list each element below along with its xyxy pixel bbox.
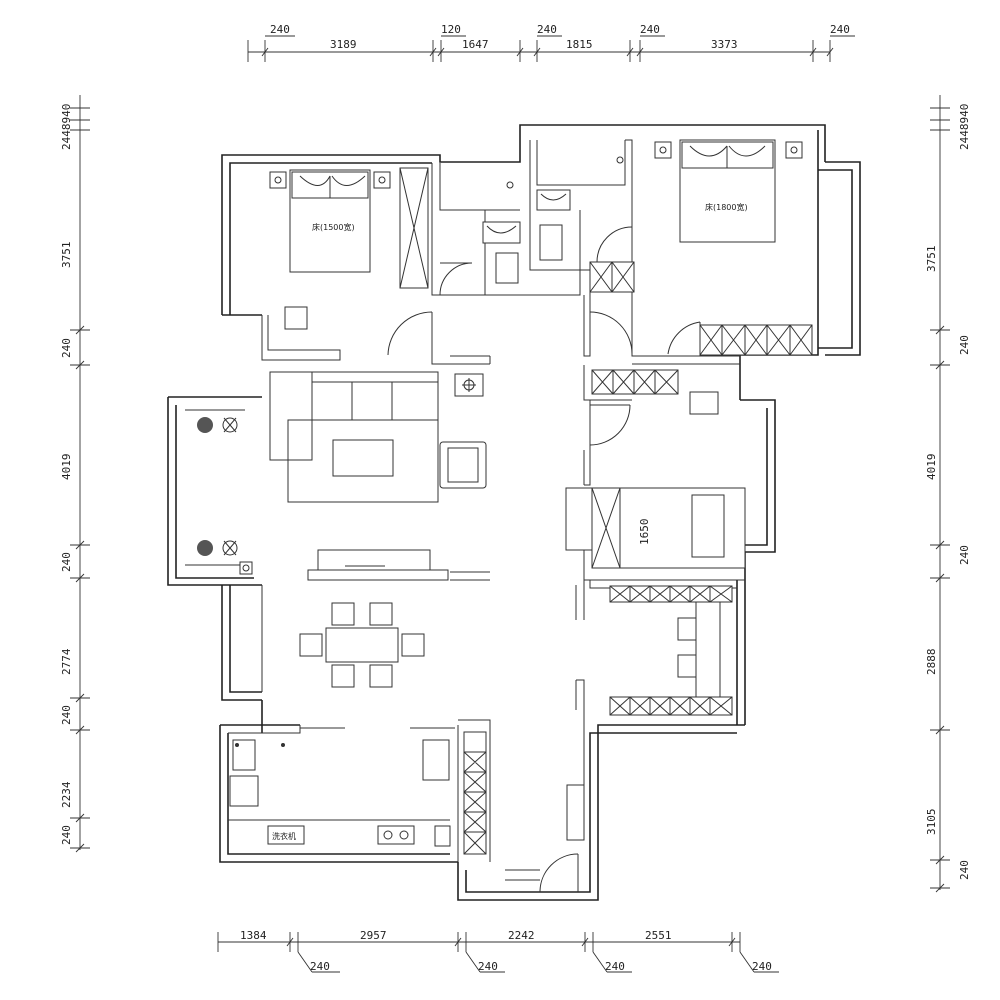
bed-1500-label: 床(1500宽) (312, 222, 355, 232)
sink-2 (539, 224, 563, 261)
left-dim-2774: 2774 (60, 648, 73, 675)
dining-chair (369, 664, 393, 688)
wardrobe-right-bedroom (699, 324, 813, 356)
shoe-cabinet (566, 784, 585, 841)
fridge (232, 739, 256, 771)
bottom-dim-240-3: 240 (605, 960, 625, 973)
bottom-dimension-line: 1384 2957 2242 2551 240 240 240 240 (217, 929, 779, 973)
dining-chair (369, 602, 393, 626)
right-dim-240-c: 240 (958, 860, 971, 880)
plant-icon (197, 417, 238, 433)
top-dim-3189: 3189 (330, 38, 357, 51)
right-dim-2888: 2888 (925, 649, 938, 676)
plant-icon (197, 540, 238, 556)
left-dimension-line: 2448940 3751 240 4019 240 2774 240 2234 … (60, 95, 90, 853)
stove (377, 825, 415, 845)
left-dim-4019: 4019 (60, 454, 73, 481)
wardrobe-small-right (589, 261, 635, 293)
right-dim-3751: 3751 (925, 246, 938, 273)
left-dim-3751: 3751 (60, 242, 73, 269)
study-lower-right (566, 585, 733, 841)
left-dim-top-stack: 2448940 (60, 104, 73, 150)
washer-label: 洗衣机 (272, 831, 296, 841)
dining-chair (401, 633, 425, 657)
right-dim-4019: 4019 (925, 454, 938, 481)
dining (299, 602, 425, 688)
washing-machine (267, 825, 305, 845)
bathroom (482, 156, 624, 284)
left-dim-240-b: 240 (60, 552, 73, 572)
bottom-dim-240-4: 240 (752, 960, 772, 973)
nightstand-right-a (654, 141, 672, 159)
right-dimension-line: 2448940 3751 240 4019 240 2888 3105 240 (925, 95, 971, 893)
bedroom-left: 床(1500宽) (269, 169, 391, 330)
shelf-bottom (609, 696, 733, 716)
bottom-dim-1384: 1384 (240, 929, 267, 942)
top-dim-120: 120 (441, 23, 461, 36)
top-dim-3373: 3373 (711, 38, 738, 51)
coffee-table (332, 439, 394, 477)
nightstand-left-a (269, 171, 287, 189)
living-room (269, 371, 487, 581)
left-dim-240-a: 240 (60, 338, 73, 358)
top-dim-240-3: 240 (640, 23, 660, 36)
right-dim-240-b: 240 (958, 545, 971, 565)
dining-chair (331, 602, 355, 626)
nightstand-right-b (785, 141, 803, 159)
sink-1 (495, 252, 519, 284)
interior-walls (228, 139, 745, 893)
sofa-chaise (269, 371, 313, 461)
cabinet-height-label: 1650 (638, 519, 651, 546)
bed-1800-label: 床(1800宽) (705, 202, 748, 212)
desk (689, 391, 719, 415)
right-dim-top-stack: 2448940 (958, 104, 971, 150)
wardrobe-middle-top (591, 369, 679, 395)
kitchen: 洗衣机 (228, 731, 487, 855)
outer-walls (167, 124, 861, 901)
study-chair (677, 617, 697, 641)
bottom-dim-2242: 2242 (508, 929, 535, 942)
kitchen-cabinet (422, 739, 450, 781)
left-dim-240-d: 240 (60, 825, 73, 845)
bottom-dim-2957: 2957 (360, 929, 387, 942)
top-dimension-line: 240 120 240 240 240 3189 1647 1815 3373 (247, 23, 855, 62)
shelf-top (609, 585, 733, 603)
bottom-dim-2551: 2551 (645, 929, 672, 942)
top-dim-240-2: 240 (537, 23, 557, 36)
nightstand-left-b (373, 171, 391, 189)
bedroom-right: 床(1800宽) (589, 139, 813, 356)
top-dim-240-4: 240 (830, 23, 850, 36)
dining-chair (331, 664, 355, 688)
left-dim-240-c: 240 (60, 705, 73, 725)
dining-table (325, 627, 399, 663)
entry-cabinet-column (463, 731, 487, 855)
top-dim-1647: 1647 (462, 38, 489, 51)
dining-chair (299, 633, 323, 657)
top-dim-1815: 1815 (566, 38, 593, 51)
right-dim-3105: 3105 (925, 809, 938, 836)
balcony-left (185, 409, 253, 575)
study-chair (677, 654, 697, 678)
right-dim-240-a: 240 (958, 335, 971, 355)
bedroom-middle-right: 1650 (565, 369, 746, 569)
bottom-dim-240-2: 240 (478, 960, 498, 973)
top-dim-240-1: 240 (270, 23, 290, 36)
left-dim-2234: 2234 (60, 781, 73, 808)
desk-chair (284, 306, 308, 330)
bottom-dim-240-1: 240 (310, 960, 330, 973)
tv-cabinet (317, 549, 431, 571)
